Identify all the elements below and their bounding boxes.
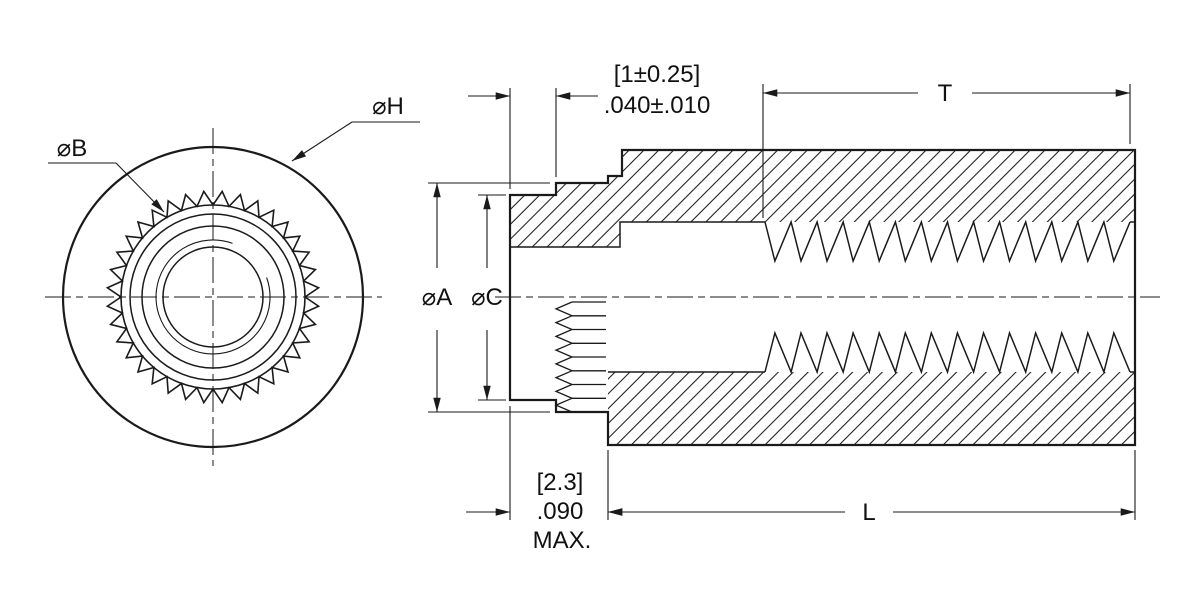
- dia-b-label: ⌀B: [57, 135, 87, 162]
- dim-dia-c: ⌀C: [471, 194, 506, 401]
- knurl-base-circle: [120, 204, 306, 390]
- threads-top: [764, 219, 1131, 264]
- dim-thread-length: T: [762, 80, 1131, 218]
- front-view: ⌀B ⌀H: [45, 93, 420, 466]
- thread-minor-circle: [162, 246, 264, 348]
- dim-head-height: [1±0.25] .040±.010: [468, 61, 710, 189]
- dim-length: L: [608, 450, 1136, 526]
- dim-shank-metric: [2.3]: [537, 469, 584, 496]
- dim-thread-length-label: T: [938, 80, 953, 107]
- dim-shank: [2.3] .090 MAX.: [466, 406, 652, 554]
- leader-dia-b: ⌀B: [48, 135, 165, 213]
- dim-length-label: L: [862, 499, 875, 526]
- thread-major-arc: [155, 239, 271, 355]
- side-view: [495, 148, 1160, 447]
- section-hatch-top: [510, 150, 1135, 247]
- body-outer-circle: [61, 145, 365, 449]
- part-outline: [508, 148, 1137, 447]
- dim-shank-max: MAX.: [533, 527, 592, 554]
- side-knurl: [554, 301, 606, 413]
- bore-edges: [510, 221, 1135, 373]
- section-hatch-bottom: [608, 372, 1135, 445]
- dim-head-metric: [1±0.25]: [614, 61, 701, 88]
- front-centerlines: [45, 128, 382, 466]
- counterbore-circle: [141, 225, 285, 369]
- dia-h-label: ⌀H: [372, 93, 404, 120]
- threads-bottom: [764, 330, 1131, 375]
- dia-c-label: ⌀C: [471, 284, 503, 311]
- dia-a-label: ⌀A: [422, 284, 452, 311]
- dim-dia-a: ⌀A: [422, 182, 550, 413]
- collar-circle: [129, 213, 297, 381]
- dim-shank-inch: .090: [537, 498, 584, 525]
- dim-head-inch: .040±.010: [604, 92, 711, 119]
- leader-dia-h: ⌀H: [291, 93, 420, 162]
